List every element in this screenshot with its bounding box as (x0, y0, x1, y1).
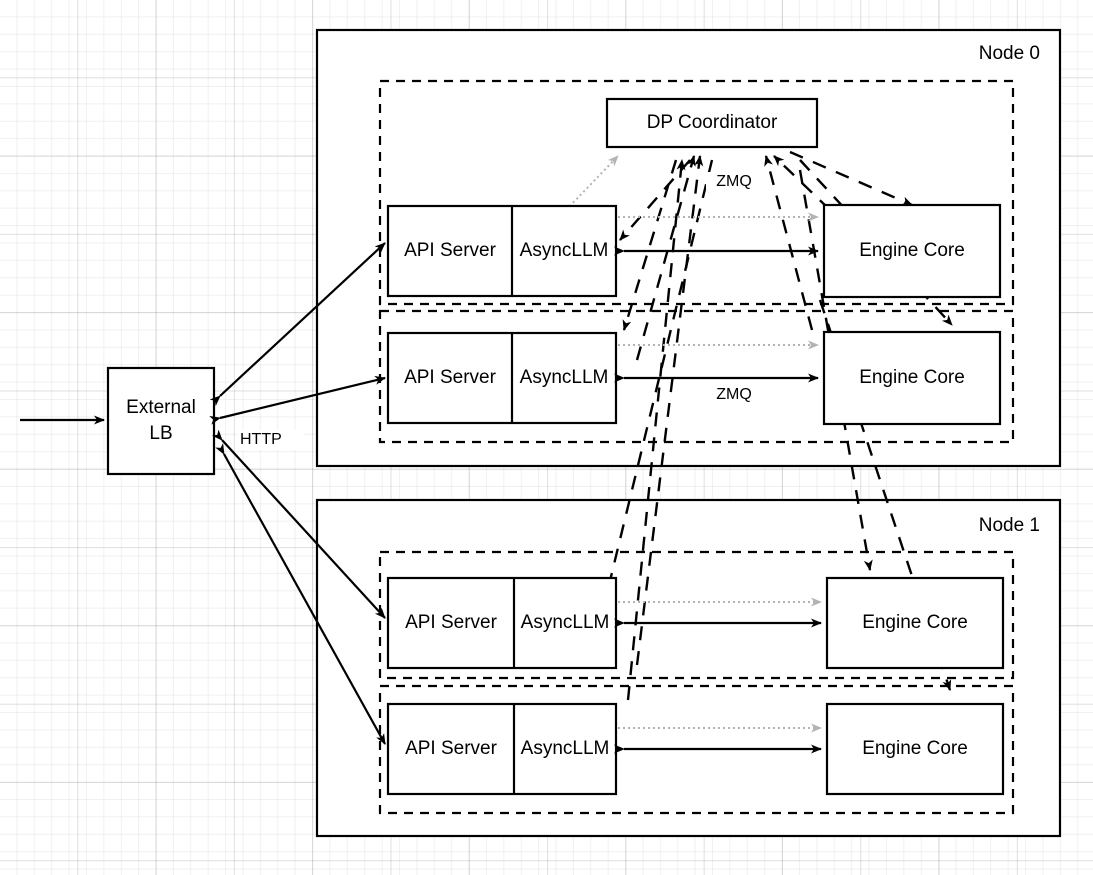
edge-coordinator-ec-n1r0 (635, 155, 704, 666)
edge-coordinator-ec-n0r1 (764, 155, 814, 331)
node-1-replica-1-group (378, 684, 1015, 815)
enginecore-box-n0r0[interactable] (822, 203, 1002, 299)
apiserver-asyncllm-box-n0r0[interactable] (386, 204, 618, 298)
enginecore-box-n0r1[interactable] (822, 330, 1002, 426)
enginecore-box-n1r0[interactable] (825, 576, 1005, 670)
apiserver-asyncllm-box-n1r1[interactable] (386, 702, 618, 796)
edge-lb-apiserver-n1r1 (215, 443, 386, 745)
apiserver-asyncllm-box-n1r0[interactable] (386, 576, 618, 670)
edge-coordinator-to-ec-n0r0 (789, 150, 913, 207)
edge-lb-apiserver-n0r1 (209, 375, 386, 425)
node-1-replica-0-group (378, 550, 1015, 680)
node-0-replica-0-group (378, 79, 1015, 306)
edge-coordinator-to-asyncllm-n1r0 (597, 159, 714, 623)
dp-coordinator-box[interactable] (605, 97, 819, 149)
enginecore-box-n1r1[interactable] (825, 702, 1005, 796)
apiserver-asyncllm-box-n0r1[interactable] (386, 331, 618, 425)
edge-lb-apiserver-n0r0 (209, 242, 386, 407)
external-lb-box[interactable] (106, 366, 216, 476)
edge-asyncllm-n0r1-to-coordinator (635, 155, 696, 361)
edge-coordinator-to-asyncllm-n0r0 (619, 159, 691, 241)
edge-coordinator-to-ec-n1r1 (818, 299, 952, 691)
edge-coordinator-to-asyncllm-n0r1 (622, 159, 678, 331)
